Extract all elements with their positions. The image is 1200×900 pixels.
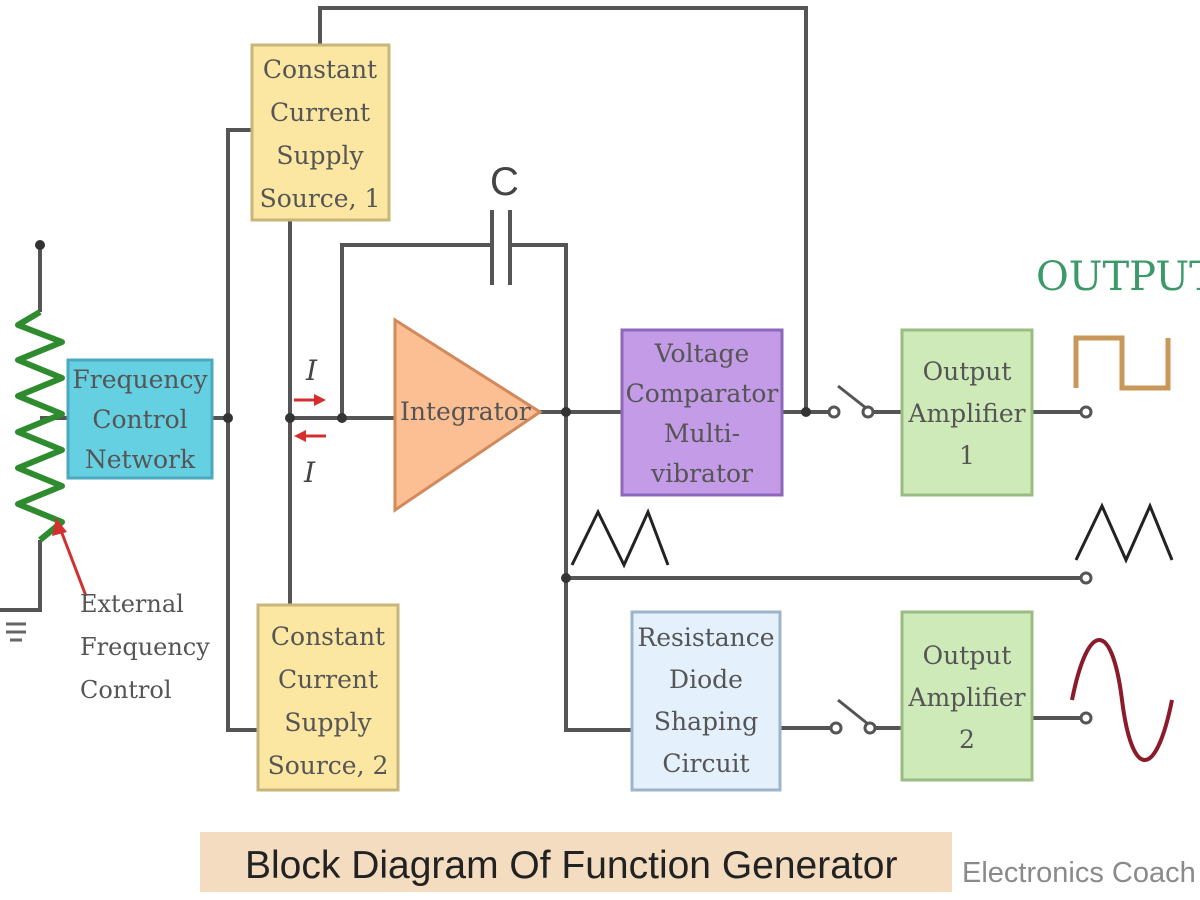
current-arrow-right xyxy=(294,394,326,406)
feedback-wire xyxy=(318,6,808,412)
capacitor-left-wire xyxy=(340,243,492,418)
comparator-line-2: Comparator xyxy=(626,379,779,408)
ccs1-line-2: Current xyxy=(270,98,370,127)
current-label-top: I xyxy=(305,354,318,387)
sine-wave xyxy=(1070,638,1174,762)
capacitor-label: C xyxy=(490,160,519,204)
external-control-label-3: Control xyxy=(80,676,172,704)
amp2-line-2: Amplifier xyxy=(907,683,1025,712)
variable-resistor-icon xyxy=(15,309,65,543)
resistor-ground-lead xyxy=(0,540,42,612)
triangle-bus-wire xyxy=(564,412,632,732)
external-control-label-1: External xyxy=(80,590,184,618)
output-amplifier-2: Output Amplifier 2 xyxy=(900,610,1034,782)
integrator-label: Integrator xyxy=(400,397,531,426)
current-source-1: Constant Current Supply Source, 1 xyxy=(250,43,391,222)
shaping-circuit: Resistance Diode Shaping Circuit xyxy=(630,610,782,792)
junction-dot xyxy=(561,573,571,583)
external-control-label-2: Frequency xyxy=(80,633,210,661)
shaper-line-3: Shaping xyxy=(654,707,758,736)
current-source-2: Constant Current Supply Source, 2 xyxy=(256,603,400,792)
network-line-3: Network xyxy=(85,445,196,474)
square-wave xyxy=(1073,335,1171,391)
junctions xyxy=(35,240,811,583)
integrator: Integrator xyxy=(393,317,543,513)
ccs2-line-2: Current xyxy=(278,665,378,694)
junction-dot xyxy=(561,407,571,417)
diagram-title: Block Diagram Of Function Generator xyxy=(245,844,897,887)
triangle-wave xyxy=(1074,502,1174,564)
capacitor-right-wire xyxy=(510,243,568,412)
ccs2-line-3: Supply xyxy=(284,708,372,737)
output-amplifier-1: Output Amplifier 1 xyxy=(900,328,1034,497)
comparator-line-4: vibrator xyxy=(650,459,753,488)
current-label-bottom: I xyxy=(303,456,316,489)
junction-dot xyxy=(223,413,233,423)
current-arrow-left xyxy=(294,430,326,442)
network-line-1: Frequency xyxy=(72,365,208,394)
amp2-line-3: 2 xyxy=(959,725,975,754)
switch-icon xyxy=(829,698,877,735)
amp1-line-3: 1 xyxy=(959,441,975,470)
junction-dot xyxy=(285,413,295,423)
output-terminal xyxy=(1079,405,1093,419)
ccs1-line-4: Source, 1 xyxy=(260,184,381,213)
amp1-line-1: Output xyxy=(923,357,1012,386)
output-terminal xyxy=(1079,571,1093,585)
ccs1-left-wire xyxy=(226,128,258,732)
network-line-2: Control xyxy=(92,405,187,434)
voltage-comparator: Voltage Comparator Multi- vibrator xyxy=(620,328,784,497)
ccs1-line-1: Constant xyxy=(263,55,377,84)
control-arrow xyxy=(52,518,88,597)
ground-icon xyxy=(6,622,26,642)
output-label: OUTPUT xyxy=(1036,254,1200,300)
title-bar xyxy=(200,832,952,892)
amp1-line-2: Amplifier xyxy=(907,399,1025,428)
triangle-wave-integrator xyxy=(570,508,670,569)
capacitor: C xyxy=(490,160,519,285)
junction-dot xyxy=(35,240,45,250)
switch-icon xyxy=(827,384,875,419)
comparator-line-1: Voltage xyxy=(654,339,750,368)
output-terminals xyxy=(1079,405,1093,725)
shaper-line-1: Resistance xyxy=(637,623,774,652)
ccs2-line-1: Constant xyxy=(271,622,385,651)
output-terminal xyxy=(1079,711,1093,725)
comparator-line-3: Multi- xyxy=(664,419,740,448)
ccs1-line-3: Supply xyxy=(276,141,364,170)
junction-dot xyxy=(801,407,811,417)
shaper-line-4: Circuit xyxy=(662,749,749,778)
watermark: Electronics Coach xyxy=(962,857,1196,889)
amp2-line-1: Output xyxy=(923,641,1012,670)
ccs2-line-4: Source, 2 xyxy=(268,751,389,780)
shaper-line-2: Diode xyxy=(669,665,743,694)
junction-dot xyxy=(337,413,347,423)
frequency-control-network: Frequency Control Network xyxy=(66,358,214,480)
